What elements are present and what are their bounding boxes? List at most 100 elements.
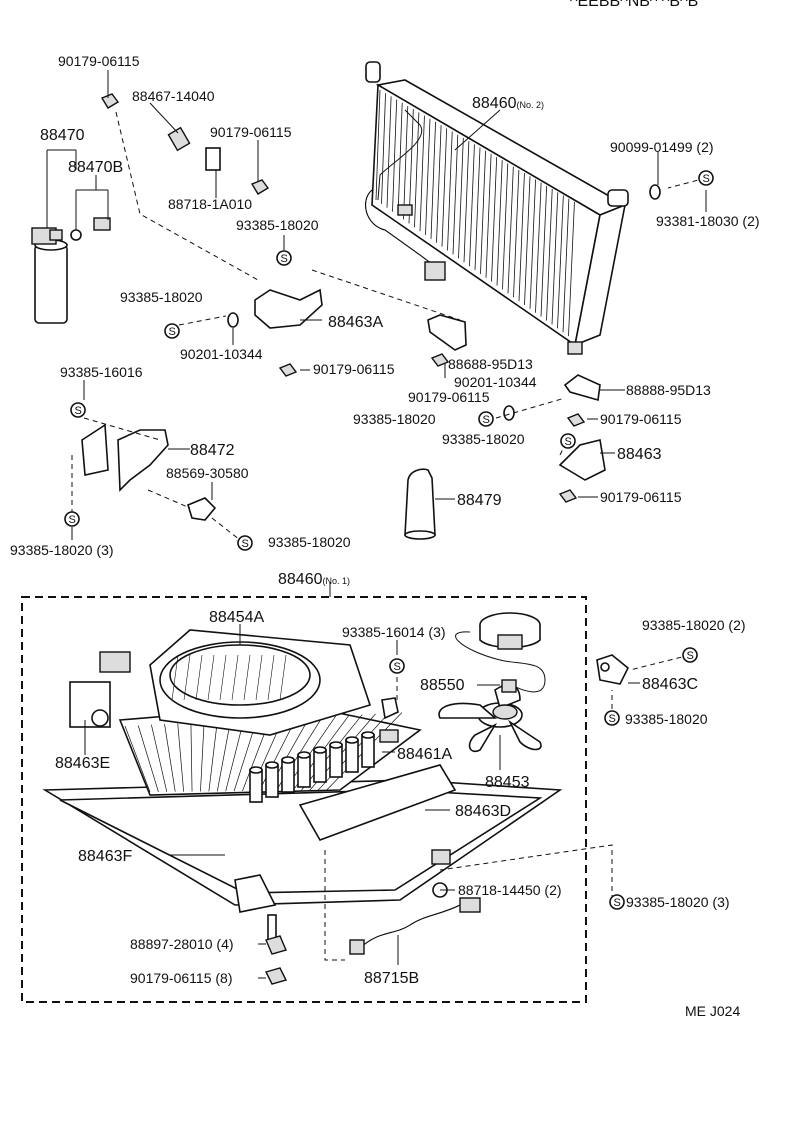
cylinder-mark xyxy=(345,739,359,773)
screw-s-glyph: S xyxy=(687,650,694,662)
cylinder-top-mark xyxy=(281,756,295,764)
cooling-fan-88453-drawing xyxy=(438,684,542,753)
receiver-drier-drawing xyxy=(31,217,111,324)
nut-90179-c-drawing xyxy=(278,363,298,377)
bracket-88688-drawing xyxy=(427,314,467,351)
label-88461a: 88461A xyxy=(397,746,452,763)
cylinder-mark xyxy=(249,769,263,803)
label-88470b: 88470B xyxy=(68,159,123,176)
label-93385-18020-3a: 93385-18020 (3) xyxy=(10,542,114,558)
screw-s-mark xyxy=(237,535,253,551)
label-88463e: 88463E xyxy=(55,755,110,772)
cylinder-top-mark xyxy=(345,736,359,744)
label-90201-10344-b: 90201-10344 xyxy=(454,374,537,390)
assembly-88460-no1-frame xyxy=(21,596,587,1003)
label-88454a: 88454A xyxy=(209,609,264,626)
screw-s-mark xyxy=(164,323,180,339)
label-93385-18020-f: 93385-18020 xyxy=(625,711,708,727)
cylinder-top-mark xyxy=(361,731,375,739)
label-90179-06115-b: 90179-06115 xyxy=(210,124,292,140)
label-93385-18020-2: 93385-18020 (2) xyxy=(642,617,746,633)
label-90179-06115-c: 90179-06115 xyxy=(313,361,395,377)
screw-s-mark xyxy=(609,894,625,910)
label-93381-18030: 93381-18030 (2) xyxy=(656,213,760,229)
label-90179-06115-d: 90179-06115 xyxy=(408,389,490,405)
label-88463: 88463 xyxy=(617,446,662,463)
label-88718-14450: 88718-14450 (2) xyxy=(458,882,562,898)
label-93385-18020-e: 93385-18020 xyxy=(268,534,351,550)
washer-90201-a-drawing xyxy=(227,312,239,328)
label-88569-30580: 88569-30580 xyxy=(166,465,249,481)
label-88467-14040: 88467-14040 xyxy=(132,88,215,104)
bracket-88463-drawing xyxy=(558,439,606,481)
cylinder-mark xyxy=(329,744,343,778)
label-93385-18020-b: 93385-18020 xyxy=(120,289,203,305)
screw-s-glyph: S xyxy=(281,253,288,265)
label-93385-16016: 93385-16016 xyxy=(60,364,143,380)
cylinder-mark xyxy=(313,749,327,783)
bracket-88463c-drawing xyxy=(596,654,630,685)
condenser-unit-no1-drawing xyxy=(42,629,563,985)
cylinder-mark xyxy=(297,754,311,788)
nut-90179-e-drawing xyxy=(566,413,586,427)
screw-s-mark xyxy=(560,433,576,449)
label-93385-18020-3b: 93385-18020 (3) xyxy=(626,894,730,910)
label-88460-no1: 88460(No. 1) xyxy=(278,571,350,588)
label-93385-18020-a: 93385-18020 xyxy=(236,217,319,233)
nut-90179-f-drawing xyxy=(558,489,578,503)
washer-90099-drawing xyxy=(649,184,661,200)
bracket-88472-drawing xyxy=(81,423,217,521)
header-fragment: ^EEBB^NB^ ^B^B xyxy=(570,0,698,10)
label-88888-95d13: 88888-95D13 xyxy=(626,382,711,398)
label-90179-06115-f: 90179-06115 xyxy=(600,489,682,505)
label-90201-10344-a: 90201-10344 xyxy=(180,346,263,362)
label-88460-no2: 88460(No. 2) xyxy=(472,95,544,112)
cylinder-top-mark xyxy=(297,751,311,759)
screw-s-glyph: S xyxy=(703,173,710,185)
bracket-88888-drawing xyxy=(563,374,601,402)
cylinder-top-mark xyxy=(249,766,263,774)
label-93385-18020-d: 93385-18020 xyxy=(442,431,525,447)
cylinder-top-mark xyxy=(313,746,327,754)
label-88688-95d13: 88688-95D13 xyxy=(448,356,533,372)
screw-s-mark xyxy=(70,402,86,418)
screw-s-glyph: S xyxy=(565,436,572,448)
label-88715b: 88715B xyxy=(364,970,419,987)
label-93385-16014: 93385-16014 (3) xyxy=(342,624,446,640)
cylinder-top-mark xyxy=(265,761,279,769)
screw-s-mark xyxy=(389,658,405,674)
label-93385-18020-c: 93385-18020 xyxy=(353,411,436,427)
label-90179-06115-a: 90179-06115 xyxy=(58,53,140,69)
label-90099-01499: 90099-01499 (2) xyxy=(610,139,714,155)
label-90179-06115-8: 90179-06115 (8) xyxy=(130,970,232,986)
cylinder-mark xyxy=(361,734,375,768)
leader-lines xyxy=(46,70,707,979)
cylinder-top-mark xyxy=(329,741,343,749)
washer-90201-b-drawing xyxy=(503,405,515,421)
label-88453: 88453 xyxy=(485,774,530,791)
label-88897-28010: 88897-28010 (4) xyxy=(130,936,234,952)
fan-motor-88550-drawing xyxy=(455,612,546,693)
label-88463c: 88463C xyxy=(642,676,698,693)
screw-s-glyph: S xyxy=(394,661,401,673)
screw-s-glyph: S xyxy=(483,414,490,426)
label-88472: 88472 xyxy=(190,442,235,459)
label-88718-1a010: 88718-1A010 xyxy=(168,196,252,212)
dashed-guide-lines xyxy=(71,111,707,961)
condenser-no2-drawing xyxy=(365,61,629,355)
label-88463a: 88463A xyxy=(328,314,383,331)
corner-code: ME J024 xyxy=(685,1003,740,1019)
screw-s-mark xyxy=(478,411,494,427)
screw-s-mark xyxy=(682,647,698,663)
rubber-boot-88479-drawing xyxy=(404,468,436,540)
screw-s-mark xyxy=(64,511,80,527)
label-88470: 88470 xyxy=(40,127,85,144)
small-fittings-upper-left xyxy=(100,93,270,195)
screw-s-glyph: S xyxy=(69,514,76,526)
part-labels: 90179-06115 88467-14040 88470 88470B 901… xyxy=(10,53,760,1019)
screw-s-glyph: S xyxy=(242,538,249,550)
screw-s-mark xyxy=(698,170,714,186)
label-88550: 88550 xyxy=(420,677,465,694)
